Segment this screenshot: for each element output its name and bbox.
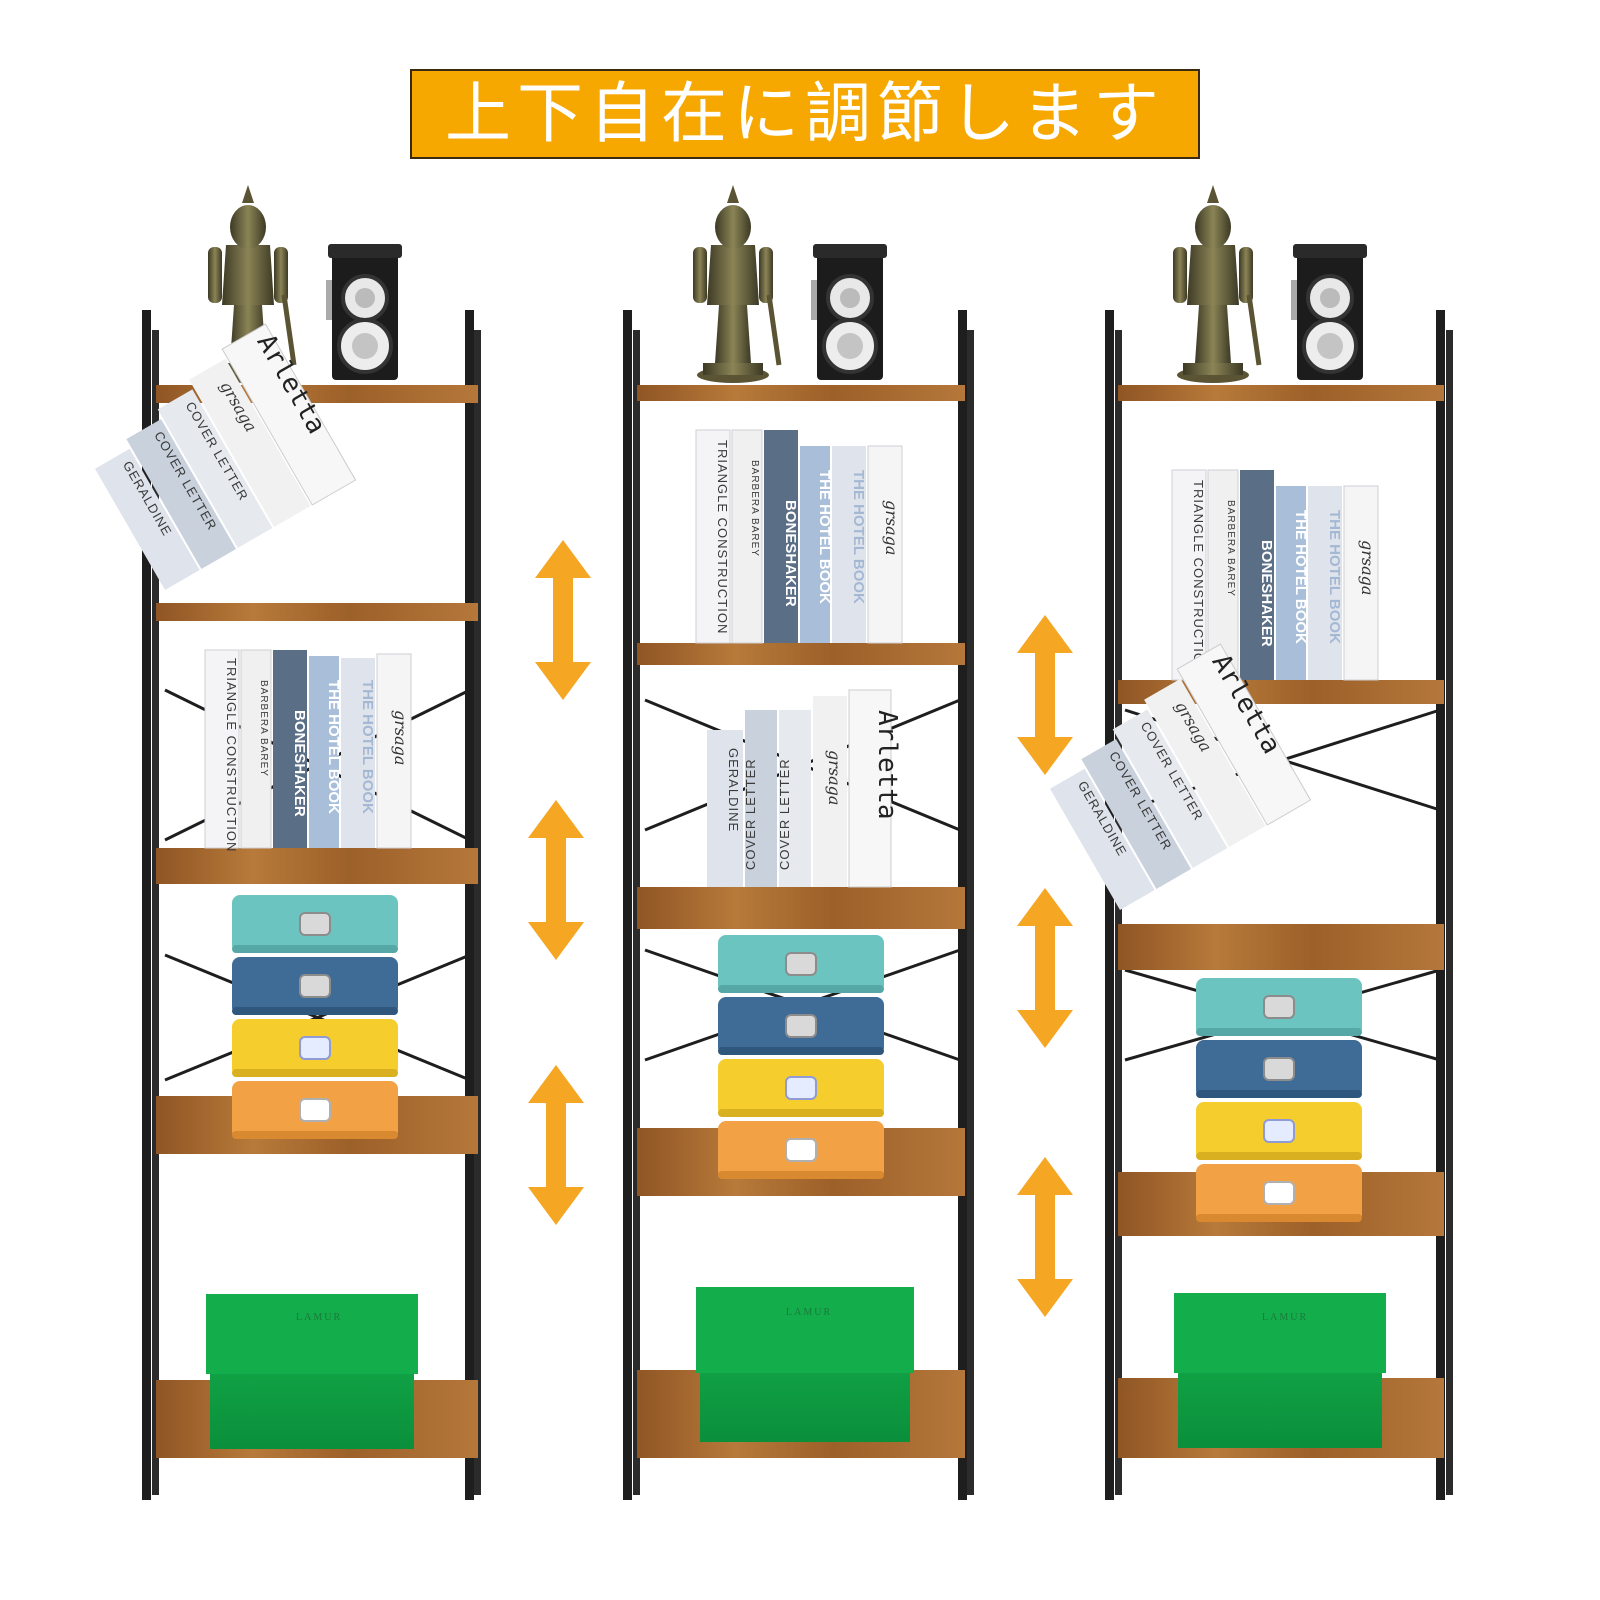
book-barbera: BARBERA BAREY: [1225, 500, 1236, 597]
book-arletta: Arletta: [872, 710, 902, 820]
vintage-camera-icon: [324, 242, 404, 382]
green-box-unit2: LAMUR: [696, 1287, 914, 1442]
book-grsaga: grsaga: [391, 710, 410, 765]
book-triangle: TRIANGLE CONSTRUCTION: [1191, 480, 1206, 674]
upright-cover-books-unit2: GERALDINE COVER LETTER COVER LETTER grsa…: [707, 689, 902, 888]
upright-books-unit1: TRIANGLE CONSTRUCTION BARBERA BAREY BONE…: [204, 649, 412, 852]
book-grsaga: grsaga: [1358, 540, 1377, 595]
book-boneshaker: BONESHAKER: [782, 500, 799, 607]
book-hotel: THE HOTEL BOOK: [1326, 510, 1343, 644]
book-hotel: THE HOTEL BOOK: [1292, 510, 1309, 644]
leaning-books-unit3: GERALDINE COVER LETTER COVER LETTER grsa…: [1050, 643, 1312, 910]
headline-banner: 上下自在に調節します: [410, 69, 1200, 159]
book-triangle: TRIANGLE CONSTRUCTION: [715, 440, 730, 634]
book-hotel: THE HOTEL BOOK: [850, 470, 867, 604]
headline-text: 上下自在に調節します: [445, 75, 1165, 152]
book-cover-letter: COVER LETTER: [777, 758, 792, 870]
upright-books-unit2: TRIANGLE CONSTRUCTION BARBERA BAREY BONE…: [695, 429, 903, 644]
book-cover-letter: COVER LETTER: [743, 758, 758, 870]
upright-books-unit3: TRIANGLE CONSTRUCTION BARBERA BAREY BONE…: [1171, 469, 1379, 681]
drawer-stack-unit2: [717, 934, 885, 1180]
double-arrow-icon: [1017, 615, 1073, 775]
double-arrow-icon: [1017, 1157, 1073, 1317]
book-barbera: BARBERA BAREY: [749, 460, 760, 557]
double-arrow-icon: [1017, 888, 1073, 1048]
leaning-books-unit1: GERALDINE COVER LETTER COVER LETTER grsa…: [95, 323, 357, 590]
book-triangle: TRIANGLE CONSTRUCTION: [224, 658, 239, 852]
book-hotel: THE HOTEL BOOK: [816, 470, 833, 604]
vintage-camera-icon: [1289, 242, 1369, 382]
knight-statue-icon: [693, 185, 779, 383]
knight-statue-icon: [1173, 185, 1259, 383]
book-grsaga: grsaga: [882, 500, 901, 555]
book-barbera: BARBERA BAREY: [258, 680, 269, 777]
green-box-unit3: LAMUR: [1174, 1293, 1386, 1448]
book-hotel: THE HOTEL BOOK: [325, 680, 342, 814]
book-hotel: THE HOTEL BOOK: [359, 680, 376, 814]
book-geraldine: GERALDINE: [726, 748, 741, 832]
vintage-camera-icon: [809, 242, 889, 382]
double-arrow-icon: [528, 1065, 584, 1225]
double-arrow-icon: [528, 800, 584, 960]
box-lid-text: LAMUR: [1262, 1312, 1308, 1323]
book-boneshaker: BONESHAKER: [291, 710, 308, 817]
box-lid-text: LAMUR: [296, 1312, 342, 1323]
drawer-stack-unit3: [1195, 977, 1363, 1223]
book-grsaga: grsaga: [825, 750, 844, 805]
book-boneshaker: BONESHAKER: [1258, 540, 1275, 647]
double-arrow-icon: [535, 540, 591, 700]
box-lid-text: LAMUR: [786, 1307, 832, 1318]
green-box-unit1: LAMUR: [206, 1294, 418, 1449]
